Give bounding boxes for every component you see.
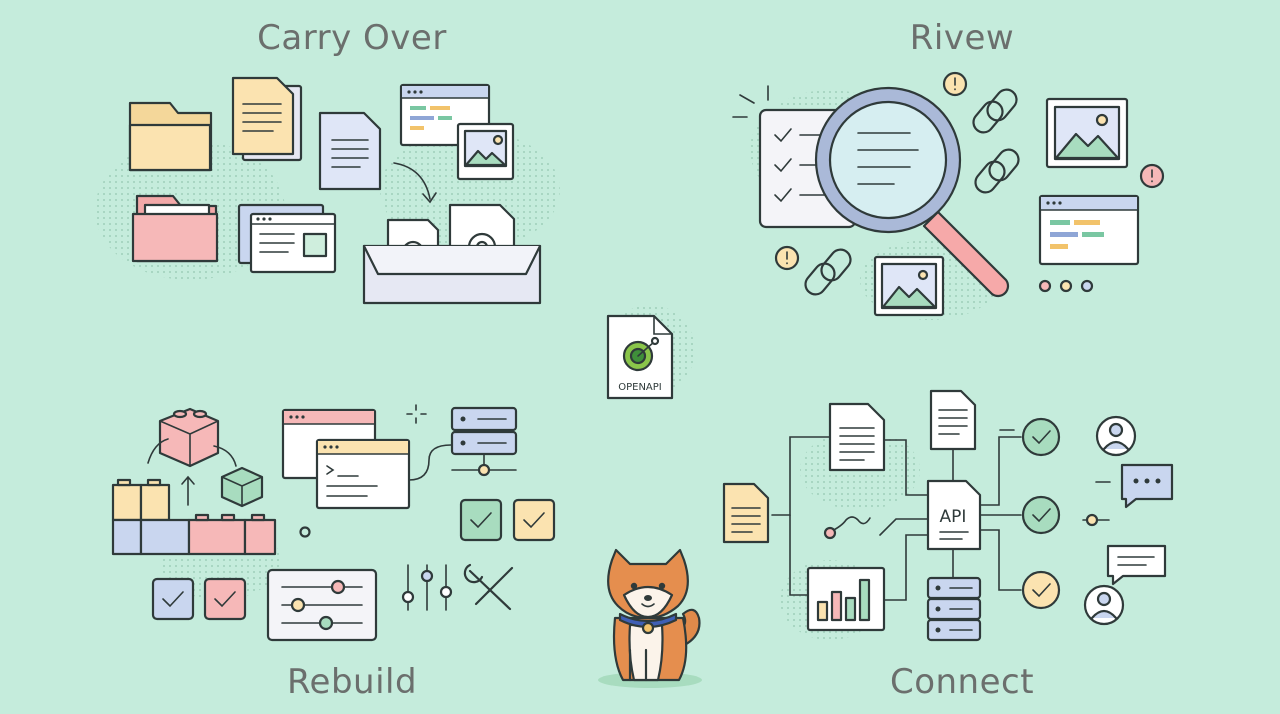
carry-over-group (128, 76, 542, 305)
section-title-connect: Connect (889, 662, 1035, 702)
document-icon (318, 111, 382, 191)
openapi-label: OPENAPI (618, 382, 662, 393)
user-avatar-icon (1083, 584, 1125, 626)
pink-folder-icon (131, 194, 219, 263)
rebuild-group (111, 404, 556, 642)
code-window-icon (315, 438, 411, 510)
connect-group: API (722, 389, 1174, 642)
check-circle-icon (1021, 495, 1061, 535)
browser-window-icon (237, 203, 337, 274)
building-block-icon (158, 407, 220, 468)
link-icon (972, 88, 1018, 134)
review-group (732, 71, 1165, 317)
connection-lines (771, 429, 1022, 601)
node-connector (1082, 513, 1110, 527)
small-circle (299, 526, 311, 538)
yellow-folder-icon (128, 101, 213, 172)
checkbox-icon (459, 498, 503, 542)
document-icon (722, 482, 770, 544)
chat-bubble-icon (1120, 463, 1174, 509)
dots-indicator (1038, 279, 1094, 293)
api-document-icon: API (926, 479, 982, 551)
warning-icon (1139, 163, 1165, 189)
image-icon (1045, 97, 1129, 169)
sparkle-icon (406, 404, 427, 424)
server-icon (450, 406, 518, 477)
curved-arrow-icon (393, 162, 437, 204)
tools-icon (463, 563, 514, 611)
bar-chart-icon (806, 566, 886, 632)
openapi-badge: OPENAPI (606, 314, 674, 400)
image-icon (873, 255, 945, 317)
shiba-dog-mascot (598, 548, 702, 688)
image-icon (456, 122, 515, 181)
spark-lines (732, 85, 769, 118)
server-icon (926, 576, 982, 642)
inbox-tray-icon (362, 203, 542, 305)
up-arrow-icon (181, 475, 195, 506)
block-wall-icon (111, 478, 277, 556)
section-title-carry-over: Carry Over (257, 18, 447, 58)
checkbox-icon (203, 577, 247, 621)
checkbox-icon (151, 577, 195, 621)
document-stack-icon (231, 76, 303, 162)
link-icon (804, 248, 852, 296)
link-icon (974, 148, 1020, 194)
settings-panel-icon (266, 568, 378, 642)
api-label: API (940, 507, 967, 527)
magnifying-glass-icon (814, 86, 1010, 298)
section-title-review: Rivew (909, 18, 1015, 58)
message-icon (1106, 544, 1167, 586)
section-title-rebuild: Rebuild (286, 662, 418, 702)
connector-line (408, 444, 452, 481)
rotate-arrows (147, 438, 237, 467)
check-circle-icon (1021, 417, 1061, 457)
check-circle-icon (1021, 570, 1061, 610)
node-dot (823, 526, 837, 540)
cube-icon (220, 466, 264, 508)
document-icon (828, 402, 886, 472)
warning-icon (942, 71, 968, 97)
sliders-icon (401, 564, 453, 611)
user-avatar-icon (1095, 415, 1137, 457)
checkbox-icon (512, 498, 556, 542)
code-window-icon (1038, 194, 1140, 266)
warning-icon (774, 245, 800, 271)
document-icon (929, 389, 977, 451)
